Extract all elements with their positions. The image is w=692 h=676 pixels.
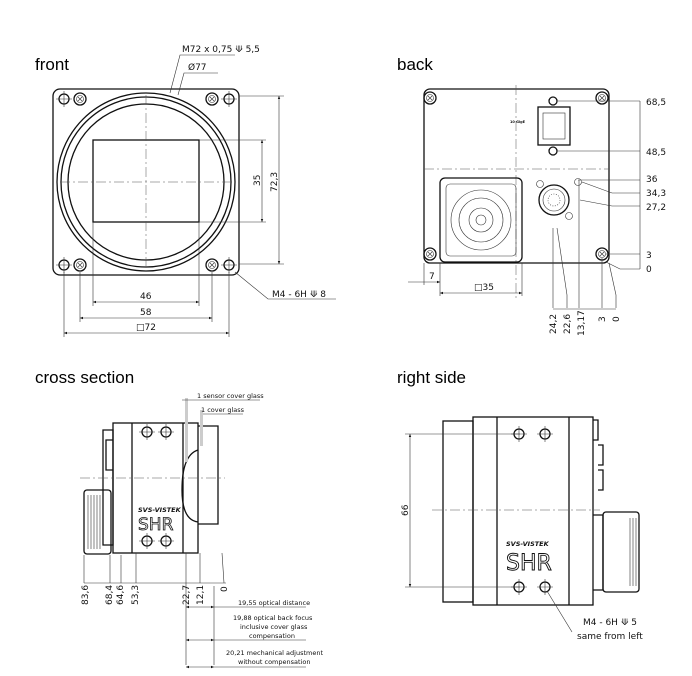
cover-glass-label: 1 cover glass (201, 406, 245, 414)
dim-13-17: 13,17 (577, 310, 587, 336)
dim-72: □72 (136, 323, 156, 333)
lens-mount-outer (56, 92, 236, 272)
back-title: back (397, 55, 433, 74)
cross-section-title: cross section (35, 368, 134, 387)
back-housing (423, 88, 610, 264)
rs-fan-module (602, 511, 640, 593)
dim-0: 0 (612, 316, 622, 322)
mechanical-line-2: without compensation (238, 658, 310, 666)
dim-68-4: 68,4 (105, 585, 115, 605)
back-view: back 10 GigE 68,5 48,5 36 34,3 27,2 (397, 55, 666, 336)
rs-hole-note-2: same from left (577, 632, 643, 642)
back-right-dims: 68,5 48,5 36 34,3 27,2 3 0 (646, 98, 666, 275)
port-label: 10 GigE (510, 120, 526, 124)
rs-hole-note: M4 - 6H ⟱ 5 (583, 618, 637, 628)
cs-bottom-dims: 83,6 68,4 64,6 53,3 22,7 12,1 0 (81, 585, 230, 605)
dim-53-3: 53,3 (131, 585, 141, 605)
right-side-title: right side (397, 368, 466, 387)
back-bottom-dims: 24,2 22,6 13,17 3 0 (549, 310, 622, 336)
front-view: front M72 x 0,75 ⟱ 5,5 Ø77 35 72,3 46 58… (35, 45, 336, 337)
sensor-cover-glass (185, 398, 188, 462)
dim-27-2: 27,2 (646, 203, 666, 213)
dim-3: 3 (646, 251, 652, 261)
dim-58: 58 (140, 308, 152, 318)
dim-64-6: 64,6 (116, 585, 126, 605)
dim-0: 0 (220, 586, 230, 592)
dim-72-3: 72,3 (270, 172, 280, 192)
dim-48-5: 48,5 (646, 148, 666, 158)
mechanical-line-1: 20,21 mechanical adjustment (226, 649, 323, 657)
front-title: front (35, 55, 69, 74)
cs-lens-bulge (181, 449, 199, 523)
dim-46: 46 (140, 292, 152, 302)
rs-model: SHR (506, 551, 552, 576)
dim-12-1: 12,1 (196, 585, 206, 605)
dim-68-5: 68,5 (646, 98, 666, 108)
dim-7: 7 (429, 272, 435, 282)
power-io-connector-icon (536, 178, 582, 220)
dim-66: 66 (401, 504, 411, 516)
cross-section-view: cross section SVS-VISTEK SHR 1 sensor co… (35, 368, 323, 669)
dim-35: 35 (253, 175, 263, 186)
rs-lens-mount (442, 420, 474, 603)
dim-sq35: □35 (474, 283, 494, 293)
dim-3: 3 (598, 316, 608, 322)
dim-34-3: 34,3 (646, 189, 666, 199)
cs-fan-module (83, 489, 112, 555)
dim-0: 0 (646, 265, 652, 275)
sensor-cover-glass-label: 1 sensor cover glass (197, 392, 264, 400)
back-focus-line-2: inclusive cover glass (240, 623, 308, 631)
front-housing (52, 88, 240, 276)
optical-distance: 19,55 optical distance (238, 599, 310, 607)
dim-36: 36 (646, 175, 658, 185)
cover-glass (200, 410, 203, 446)
thread-note: M72 x 0,75 ⟱ 5,5 (182, 45, 260, 55)
diameter-label: Ø77 (188, 62, 207, 73)
dim-24-2: 24,2 (549, 314, 559, 334)
fan-icon (439, 177, 523, 263)
cs-brand: SVS-VISTEK (138, 506, 182, 514)
right-side-view: right side SVS-VISTEK SHR 66 M4 - 6H ⟱ 5… (397, 368, 643, 642)
dim-22-6: 22,6 (563, 314, 573, 334)
back-focus-line-1: 19,88 optical back focus (233, 614, 313, 622)
dim-22-7: 22,7 (182, 585, 192, 605)
rs-brand: SVS-VISTEK (506, 540, 550, 548)
cs-model: SHR (138, 515, 174, 535)
rs-housing (472, 416, 594, 606)
ethernet-port-icon (537, 96, 571, 156)
back-focus-line-3: compensation (249, 632, 295, 640)
front-hole-note: M4 - 6H ⟱ 8 (272, 290, 326, 300)
dim-83-6: 83,6 (81, 585, 91, 605)
